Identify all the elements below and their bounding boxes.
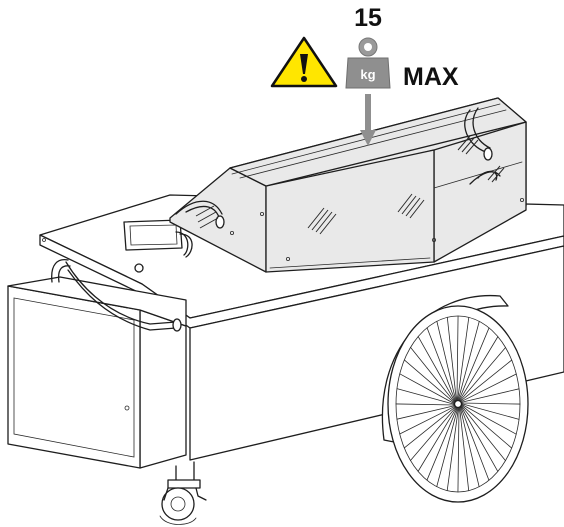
- front-caster: [159, 461, 207, 525]
- down-arrow-icon: [360, 94, 376, 146]
- right-support: [464, 107, 491, 153]
- wheel-spoke: [399, 405, 457, 435]
- door-lock: [124, 405, 130, 411]
- wheel-spoke: [458, 336, 499, 402]
- wheel-spoke: [396, 405, 456, 420]
- weight-unit: kg: [360, 67, 375, 82]
- wheel-spoke: [410, 346, 456, 404]
- wheel-spoke: [457, 316, 470, 402]
- warning-triangle-icon: [270, 36, 338, 88]
- wheel-spoke: [410, 406, 457, 461]
- wheel-spoke: [399, 373, 456, 405]
- display-case: [169, 97, 527, 273]
- wheel-spoke: [396, 388, 456, 405]
- wheel-spokes: [395, 315, 521, 493]
- wheel-spoke: [457, 320, 480, 402]
- wheel-spoke: [460, 388, 520, 403]
- handle-end: [172, 318, 182, 332]
- wheel-spoke: [436, 406, 459, 488]
- case-front-glass: [265, 149, 435, 273]
- spoked-wheel: [381, 294, 529, 503]
- wheel-spoke: [460, 403, 520, 420]
- wheel-spoke: [459, 405, 480, 488]
- weight-value: 15: [354, 4, 382, 32]
- wheel-spoke: [446, 316, 457, 402]
- wheel-spoke: [459, 359, 513, 403]
- top-knob: [134, 263, 144, 273]
- wheel-spoke: [446, 406, 459, 492]
- wheel-spoke: [460, 402, 521, 405]
- cart-door: [13, 297, 135, 458]
- wheel-spoke: [403, 359, 456, 404]
- wheel-spoke: [417, 406, 458, 472]
- wheel-spoke: [403, 405, 457, 449]
- wheel-spoke: [459, 405, 490, 481]
- wheel-spoke: [426, 406, 458, 481]
- wheel-hub: [453, 399, 463, 409]
- wheel-spoke: [426, 327, 457, 403]
- wheel-spoke: [459, 347, 506, 402]
- wheel-spoke: [460, 404, 506, 462]
- wheel-spoke: [460, 403, 517, 435]
- glass-reflection-marks: [195, 135, 505, 235]
- wheel-spoke: [457, 406, 460, 493]
- push-handle: [51, 258, 177, 331]
- max-text: MAX: [403, 63, 459, 91]
- wheel-spoke: [456, 315, 459, 402]
- weight-kg-icon: kg: [345, 37, 391, 89]
- case-top-lid: [229, 97, 527, 187]
- wheel-spoke: [459, 406, 470, 492]
- wheel-spoke: [460, 404, 513, 449]
- wheel-spoke: [458, 327, 490, 402]
- max-load-label: kg 15 MAX: [270, 4, 459, 146]
- wheel-spoke: [460, 405, 499, 472]
- wheel-spoke: [459, 373, 517, 403]
- top-opening: [42, 219, 193, 273]
- wheel-spoke: [395, 403, 456, 406]
- wheel-spoke: [436, 320, 457, 403]
- cart-front-box-side: [139, 309, 187, 469]
- wheel-spoke: [417, 336, 456, 403]
